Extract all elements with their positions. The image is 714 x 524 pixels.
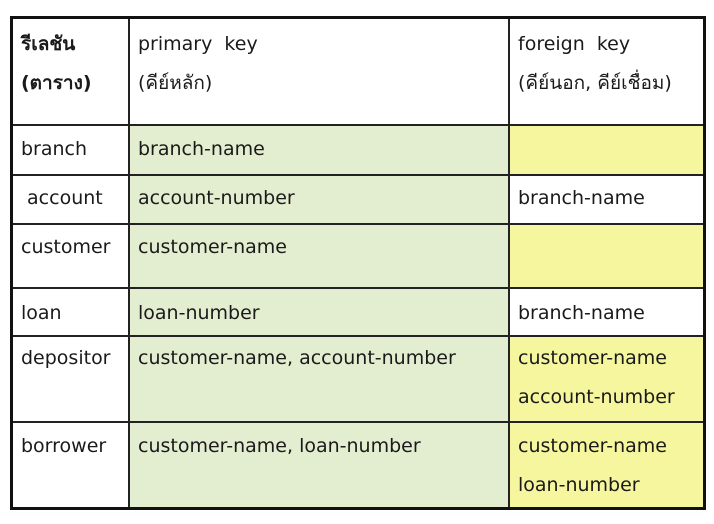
row-depositor-foreign-key-line1: customer-name [518, 347, 667, 369]
header-primary-key-line2: (คีย์หลัก) [138, 72, 213, 94]
row-customer-relation: customer [21, 236, 111, 258]
header-primary-key: primary key (คีย์หลัก) [130, 19, 508, 124]
row-borrower-primary-key: customer-name, loan-number [130, 423, 510, 507]
row-borrower-foreign-key-line1: customer-name [518, 435, 667, 457]
row-depositor-foreign-key: customer-name account-number [510, 337, 703, 421]
header-primary-key-line1: primary key [138, 33, 258, 55]
row-loan-relation: loan [21, 302, 62, 324]
header-foreign-key-line2: (คีย์นอก, คีย์เชื่อม) [518, 72, 672, 94]
row-depositor-foreign-key-line2: account-number [518, 386, 675, 408]
row-loan-foreign-key: branch-name [518, 302, 645, 324]
header-relation: รีเลชัน (ตาราง) [13, 19, 128, 124]
row-account-relation: account [21, 187, 103, 209]
row-account-primary-key: account-number [130, 176, 510, 223]
row-depositor-primary-key: customer-name, account-number [130, 337, 510, 421]
row-divider [13, 421, 703, 423]
header-foreign-key-line1: foreign key [518, 33, 631, 55]
row-borrower-foreign-key: customer-name loan-number [510, 423, 703, 507]
relation-key-table: รีเลชัน (ตาราง) primary key (คีย์หลัก) f… [10, 16, 706, 510]
row-account-foreign-key: branch-name [518, 187, 645, 209]
column-divider [128, 19, 130, 507]
row-depositor-relation: depositor [21, 347, 111, 369]
row-branch-primary-key: branch-name [130, 126, 510, 174]
row-divider [13, 335, 703, 337]
row-borrower-foreign-key-line2: loan-number [518, 474, 640, 496]
row-customer-foreign-key [510, 225, 703, 287]
row-branch-foreign-key [510, 126, 703, 174]
header-relation-line2: (ตาราง) [21, 72, 92, 94]
row-divider [13, 174, 703, 176]
row-branch-relation: branch [21, 138, 88, 160]
header-foreign-key: foreign key (คีย์นอก, คีย์เชื่อม) [510, 19, 703, 124]
row-divider [13, 124, 703, 126]
row-loan-primary-key: loan-number [130, 289, 510, 335]
header-relation-line1: รีเลชัน [21, 33, 76, 55]
row-divider [13, 287, 703, 289]
row-divider [13, 223, 703, 225]
row-customer-primary-key: customer-name [130, 225, 510, 287]
column-divider [508, 19, 510, 507]
row-borrower-relation: borrower [21, 435, 107, 457]
